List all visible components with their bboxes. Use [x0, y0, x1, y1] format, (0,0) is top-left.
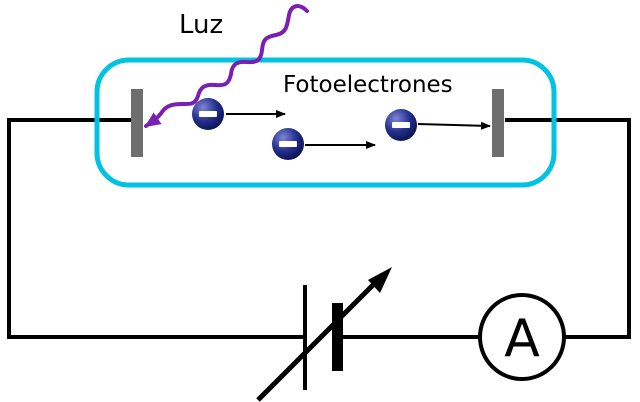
electron-minus-icon [385, 109, 417, 141]
cathode-plate [131, 89, 143, 157]
electron-minus-icon [272, 128, 304, 160]
circuit-wire [7, 118, 631, 339]
ammeter-icon [478, 293, 566, 381]
electron-minus-icon [192, 98, 224, 130]
variable-battery-icon [256, 267, 392, 402]
electron-path-arrow [417, 121, 491, 130]
ammeter-label: A [504, 309, 540, 369]
light-label: Luz [179, 10, 223, 40]
photoelectrons-label: Fotoelectrones [283, 72, 453, 98]
anode-plate [492, 89, 504, 157]
vacuum-tube [94, 57, 557, 188]
wavy-arrow-icon [144, 4, 309, 128]
